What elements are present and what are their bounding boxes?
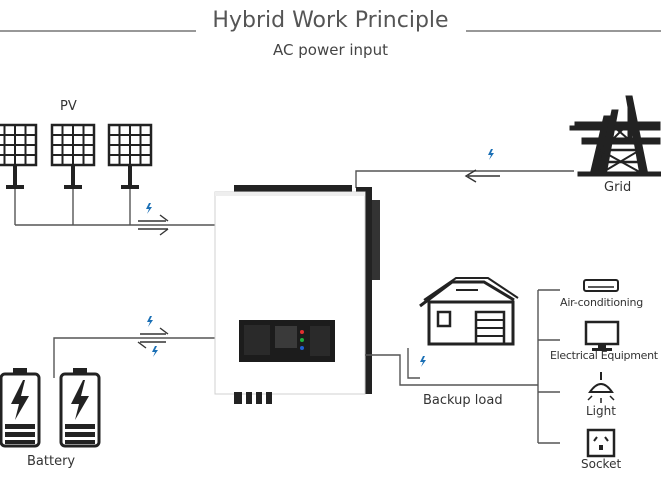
battery-bolt-icon-bottom — [152, 346, 158, 357]
house-icon — [419, 277, 519, 346]
pv-label: PV — [60, 99, 77, 114]
power-tower-icon — [569, 95, 661, 177]
grid-bolt-icon — [488, 149, 494, 160]
page-subtitle: AC power input — [273, 41, 388, 59]
load-label-socket: Socket — [581, 457, 622, 471]
solar-panel-icon — [0, 123, 153, 191]
backup-load-label: Backup load — [423, 393, 503, 408]
grid-flow-arrow — [464, 169, 500, 183]
pv-wiring — [14, 189, 215, 226]
load-label-electrical-equipment: Electrical Equipment — [550, 349, 658, 362]
load-label-air-conditioning: Air-conditioning — [560, 296, 644, 309]
battery-flow-arrow — [137, 327, 169, 349]
backup-bolt-icon — [420, 356, 426, 367]
inverter-icon — [214, 185, 380, 404]
grid-wiring — [355, 170, 574, 188]
monitor-icon — [584, 320, 620, 351]
pv-bolt-icon — [146, 203, 152, 214]
grid-label: Grid — [604, 180, 632, 195]
battery-bolt-icon-top — [147, 316, 153, 327]
load-bus — [537, 289, 560, 444]
battery-icon — [0, 366, 101, 448]
air-conditioner-icon — [583, 279, 619, 292]
battery-label: Battery — [27, 454, 76, 469]
backup-wiring — [365, 348, 538, 386]
battery-wiring — [53, 337, 215, 378]
lamp-icon — [587, 372, 615, 403]
pv-flow-arrow — [138, 214, 169, 236]
page-title: Hybrid Work Principle — [212, 8, 449, 33]
socket-icon — [586, 428, 616, 458]
load-label-light: Light — [586, 404, 616, 418]
